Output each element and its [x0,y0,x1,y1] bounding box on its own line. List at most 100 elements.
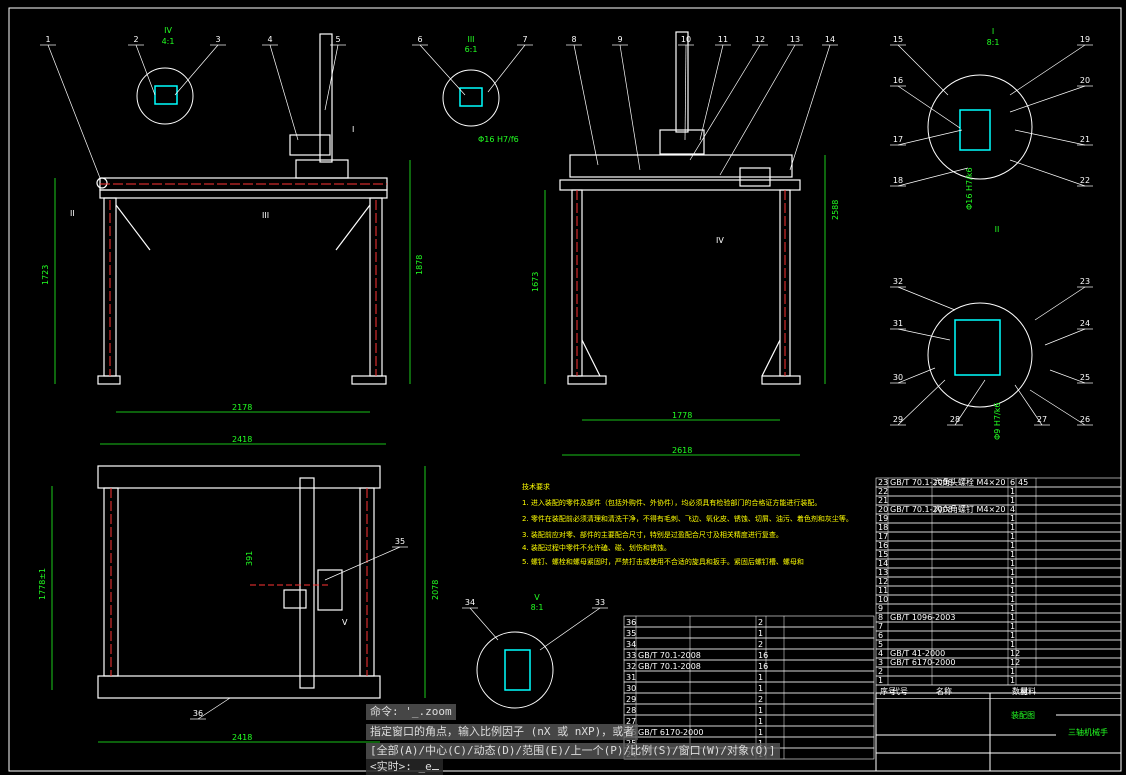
table-cell: 12 [1010,649,1020,658]
table-row [623,615,875,628]
table-row [875,549,1122,560]
detail-fills [154,85,1001,691]
view-marker-iii: III [262,211,269,220]
callout-leader-line [1009,85,1086,113]
callout-25: 25 [1080,373,1090,382]
table-cell: 1 [1010,514,1015,523]
dim-side-inner-width: 1778 [672,411,692,420]
table-row [623,703,875,716]
callout-27: 27 [1037,415,1047,424]
table-row [875,603,1122,614]
callout-2: 2 [133,35,138,44]
table-cell: 1 [1010,550,1015,559]
callout-32: 32 [893,277,903,286]
callout-leader-line [573,44,599,166]
table-cell: 19 [878,514,888,523]
callout-leader-line [897,129,963,146]
callout-leader-line [684,44,687,141]
tech-note-2: 2. 零件在装配前必须清理和清洗干净，不得有毛刺、飞边、氧化皮、锈蚀、切屑、油污… [522,514,853,523]
table-cell: 1 [1010,631,1015,640]
side-view [559,31,801,385]
table-cell: 1 [1010,559,1015,568]
table-row [875,666,1122,677]
callout-leader-line [1014,384,1043,426]
tech-note-5: 5. 螺钉、螺栓和螺母紧固时，严禁打击或使用不合适的旋具和扳手。紧固后螺钉槽、螺… [522,557,804,566]
side-dimensions [544,155,826,456]
callout-36: 36 [193,709,203,718]
callout-leader-line [1009,44,1086,96]
table-cell: GB/T 6170-2000 [638,728,703,737]
callout-28: 28 [950,415,960,424]
table-cell: 4 [1010,505,1015,514]
section-label-iii: III [467,35,474,44]
table-cell: 29 [626,695,636,704]
callout-leader-line [897,367,936,384]
dim-front-height-right: 1878 [415,255,424,275]
table-cell: 1 [878,676,883,685]
callout-24: 24 [1080,319,1090,328]
table-cell: GB/T 70.1-2008 [638,662,701,671]
callout-7: 7 [522,35,527,44]
table-cell: 1 [1010,604,1015,613]
dim-front-height-left: 1723 [41,265,50,285]
callout-leader-line [419,44,466,96]
command-input-line[interactable]: <实时>: _e [366,759,443,775]
table-cell: 16 [758,651,768,660]
detail-dim-3: Φ9 H7/k6 [993,403,1002,440]
table-cell: 12 [878,577,888,586]
table-cell: 1 [758,684,763,693]
table-cell: 1 [1010,613,1015,622]
table-cell: 15 [878,550,888,559]
callout-leader-line [487,44,526,93]
callout-leader-line [1034,286,1086,321]
command-input[interactable]: _e [418,760,432,773]
command-history-line-2: 指定窗口的角点，输入比例因子 (nX 或 nXP)，或者 [366,724,639,740]
callout-35: 35 [395,537,405,546]
section-label-v: V [534,593,540,602]
callout-leader-line [689,44,761,161]
table-row [875,639,1122,650]
callout-leader-line [174,44,219,96]
callout-leader-line [954,379,986,426]
table-header-cell: 代号 [892,686,908,696]
tech-note-1: 1. 进入装配的零件及部件（包括外购件、外协件），均必须具有检验部门的合格证方能… [522,498,821,507]
table-header-cell: 数量 [1012,686,1028,696]
command-history-line-1: 命令: '_.zoom [366,704,456,720]
table-cell: 27 [626,717,636,726]
callout-leader-line [324,546,401,581]
table-cell: 6 [878,631,883,640]
table-row [875,495,1122,506]
section-label-iv: IV [164,26,172,35]
view-marker-iv: IV [716,236,724,245]
callout-leader-line [897,85,961,129]
tech-notes-title: 技术要求 [522,482,550,491]
table-row [875,630,1122,641]
callout-21: 21 [1080,135,1090,144]
section-scale-v: 8:1 [531,603,544,612]
callout-leader-line [699,44,724,141]
table-cell: 32 [626,662,636,671]
table-cell: 8 [878,613,883,622]
table-header-cell: 序号 [880,686,896,696]
dim-front-total-width: 2418 [232,435,252,444]
dim-front-inner-width: 2178 [232,403,252,412]
tech-notes: 技术要求 1. 进入装配的零件及部件（包括外购件、外协件），均必须具有检验部门的… [522,482,853,566]
dim-top-height-left: 1778±1 [38,568,47,600]
tech-note-3: 3. 装配前应对零、部件的主要配合尺寸，特别是过盈配合尺寸及相关精度进行复查。 [522,530,783,539]
dim-top-height-right: 2078 [431,580,440,600]
table-row [875,540,1122,551]
callout-16: 16 [893,76,903,85]
table-cell: 23 [878,478,888,487]
table-cell: 1 [1010,577,1015,586]
command-prompt: <实时>: [370,760,419,773]
top-dimensions [51,466,426,743]
table-cell: 17 [878,532,888,541]
callout-leader-line [1009,159,1086,187]
table-cell: 28 [626,706,636,715]
table-row [875,522,1122,533]
dim-top-total-width: 2418 [232,733,252,742]
view-marker-i: I [352,125,354,134]
